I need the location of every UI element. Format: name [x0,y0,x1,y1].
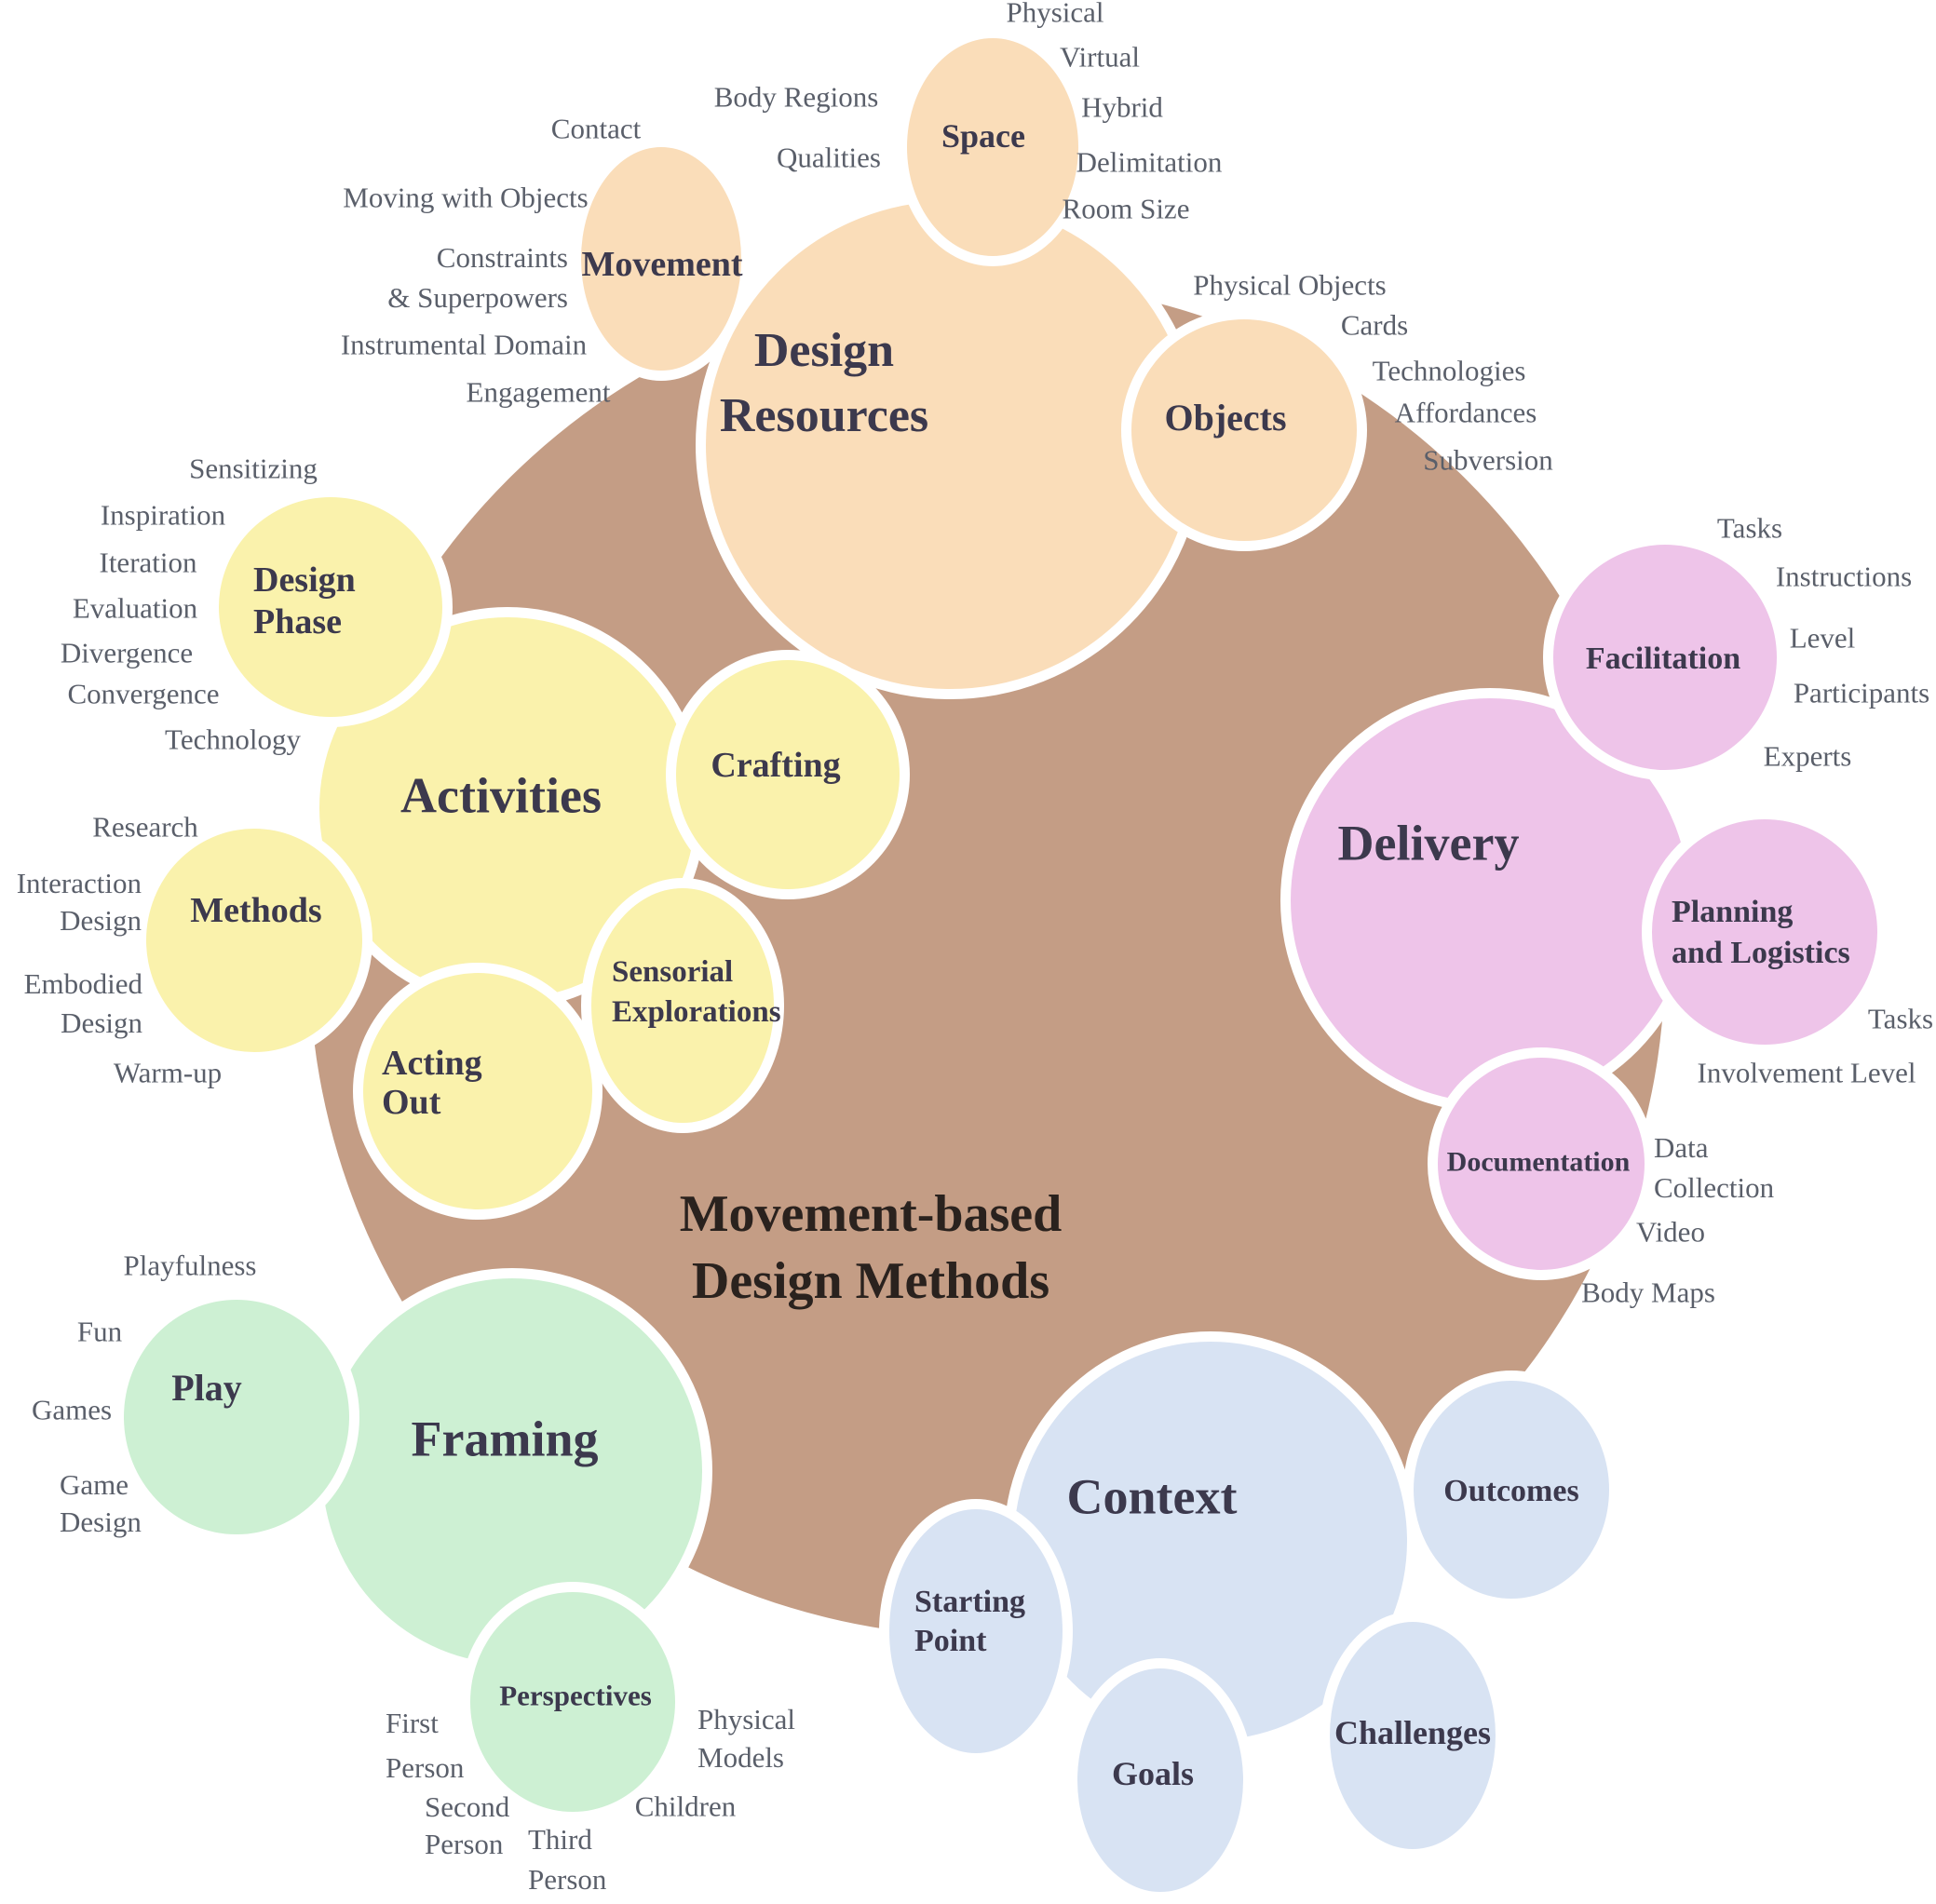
activities-label: Activities [400,767,602,824]
keyword-perspectives-first-person: First Person [386,1707,465,1784]
challenges-label: Challenges [1334,1714,1492,1752]
keyword-movement-body-regions: Body Regions [713,80,879,114]
starting-point-circle [879,1499,1073,1763]
keyword-objects-technologies: Technologies [1372,354,1526,387]
keyword-planning-and-logistics-tasks: Tasks [1867,1002,1934,1035]
keyword-movement-moving-with-objects: Moving with Objects [343,181,589,214]
framing-label: Framing [411,1411,599,1467]
keyword-facilitation-participants: Participants [1793,676,1930,709]
keyword-space-hybrid: Hybrid [1081,90,1163,124]
starting-point-label: Starting Point [914,1585,1025,1658]
keyword-play-game-design: Game Design [60,1468,142,1538]
keyword-play-playfulness: Playfulness [123,1249,257,1282]
objects-label: Objects [1164,397,1287,439]
keyword-design-phase-convergence: Convergence [67,677,220,710]
perspectives-label: Perspectives [499,1679,652,1712]
keyword-design-phase-evaluation: Evaluation [72,591,198,625]
delivery-label: Delivery [1337,815,1520,871]
goals-circle [1067,1658,1253,1902]
movement-label: Movement [581,245,743,285]
diagram-title: Movement-based Design Methods [680,1181,1063,1315]
keyword-objects-cards: Cards [1340,308,1409,342]
design-resources-circle [696,191,1204,699]
challenges-circle [1320,1612,1506,1859]
keyword-documentation-body-maps: Body Maps [1581,1276,1715,1309]
keyword-documentation-data-collection: Data Collection [1654,1131,1775,1204]
keyword-methods-interaction-design: Interaction Design [16,867,142,937]
sensorial-explorations-circle [581,878,784,1133]
keyword-play-fun: Fun [76,1315,123,1348]
keyword-documentation-video: Video [1636,1215,1705,1249]
keyword-design-phase-sensitizing: Sensitizing [189,452,318,485]
play-circle [114,1290,359,1545]
documentation-circle [1428,1047,1655,1280]
keyword-design-phase-technology: Technology [165,722,301,756]
keyword-movement-engagement: Engagement [466,375,611,409]
outcomes-label: Outcomes [1443,1474,1579,1509]
keyword-facilitation-experts: Experts [1763,739,1852,773]
crafting-label: Crafting [711,746,841,786]
keyword-design-phase-iteration: Iteration [99,546,197,579]
facilitation-circle [1543,534,1787,780]
keyword-facilitation-tasks: Tasks [1716,511,1783,545]
keyword-space-delimitation: Delimitation [1076,145,1223,179]
keyword-space-room-size: Room Size [1062,192,1190,225]
sensorial-explorations-label: Sensorial Explorations [612,955,781,1029]
methods-label: Methods [190,891,322,931]
acting-out-label: Acting Out [382,1044,482,1122]
methods-circle [136,818,372,1062]
planning-and-logistics-circle [1642,809,1888,1055]
keyword-design-phase-inspiration: Inspiration [100,498,226,532]
keyword-movement-constraints-superpowers: Constraints & Superpowers [387,241,568,314]
keyword-objects-physical-objects: Physical Objects [1193,268,1387,302]
design-resources-label: Design Resources [719,324,929,442]
outcomes-circle [1403,1371,1619,1609]
keyword-perspectives-physical-models: Physical Models [697,1703,796,1774]
keyword-objects-affordances: Affordances [1394,396,1537,429]
keyword-perspectives-second-person: Second Person [425,1790,510,1860]
crafting-circle [666,650,910,899]
space-circle [897,28,1089,266]
keyword-design-phase-divergence: Divergence [60,636,194,669]
keyword-perspectives-children: Children [634,1789,737,1823]
diagram-title-line2: Design Methods [691,1252,1050,1310]
keyword-play-games: Games [31,1393,113,1426]
documentation-label: Documentation [1446,1146,1631,1178]
keyword-movement-instrumental-domain: Instrumental Domain [340,328,588,361]
keyword-planning-and-logistics-involvement-level: Involvement Level [1697,1056,1916,1089]
keyword-perspectives-third-person: Third Person [528,1823,607,1896]
acting-out-circle [353,963,602,1220]
perspectives-circle [460,1582,685,1822]
keyword-facilitation-instructions: Instructions [1775,560,1913,593]
keyword-objects-subversion: Subversion [1423,443,1553,477]
diagram-title-line1: Movement-based [679,1185,1063,1243]
goals-label: Goals [1111,1755,1195,1793]
keyword-facilitation-level: Level [1789,621,1856,655]
context-label: Context [1066,1468,1238,1525]
planning-and-logistics-label: Planning and Logistics [1672,895,1850,970]
keyword-movement-contact: Contact [550,112,642,145]
design-phase-label: Design Phase [253,560,356,641]
objects-circle [1121,309,1367,551]
space-label: Space [941,117,1025,155]
design-phase-circle [209,487,453,727]
keyword-methods-warm-up: Warm-up [113,1056,223,1089]
keyword-movement-qualities: Qualities [777,141,881,174]
facilitation-label: Facilitation [1585,641,1741,677]
movement-circle [571,137,751,381]
keyword-methods-research: Research [92,810,198,844]
keyword-methods-embodied-design: Embodied Design [23,967,142,1039]
play-label: Play [171,1367,242,1409]
keyword-space-virtual: Virtual [1060,40,1140,74]
keyword-space-physical: Physical [1006,0,1104,29]
